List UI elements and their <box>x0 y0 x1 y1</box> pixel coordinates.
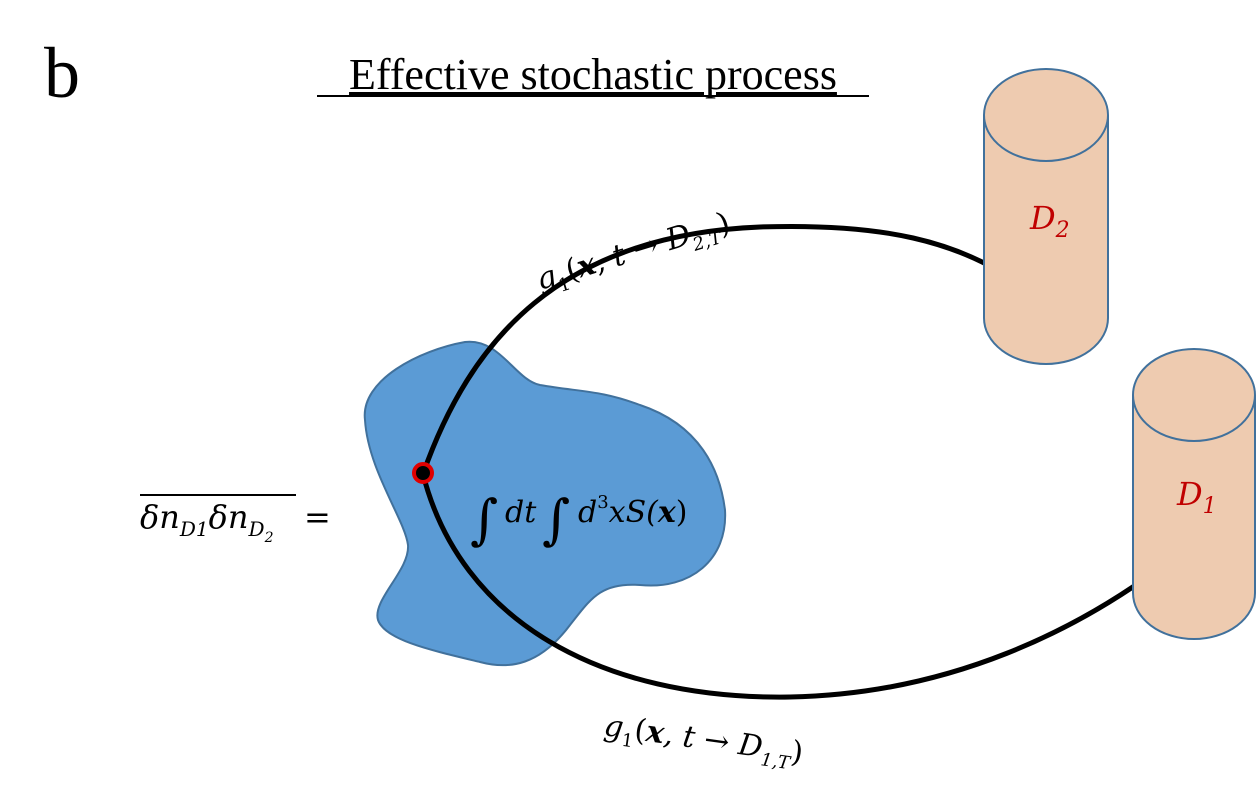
svg-text:δnD1δnD2: δnD1δnD2 <box>140 498 274 546</box>
detector-d1-cylinder <box>1132 348 1256 640</box>
lower-arrow-label: g1(x, t → D1,T) <box>601 708 805 776</box>
correlation-expression: δnD1δnD2 = <box>140 494 331 546</box>
detector-d1-label: D1 <box>1176 475 1217 519</box>
detector-d2-cylinder <box>983 68 1109 365</box>
emission-point <box>412 462 434 484</box>
integral-expression: ∫ dt ∫ d3xS(x) <box>470 488 687 551</box>
equals-sign: = <box>304 498 331 536</box>
svg-text:∫: ∫ <box>470 488 498 551</box>
svg-text:∫: ∫ <box>542 488 570 551</box>
upper-propagation-arrow <box>420 223 1042 475</box>
upper-arrow-label: g1(x, t → D2,T) <box>532 206 736 303</box>
diagram-title: Effective stochastic process <box>349 50 837 99</box>
lower-propagation-arrow <box>420 473 1189 700</box>
panel-label: b <box>44 33 80 113</box>
detector-d2-label: D2 <box>1029 199 1070 243</box>
svg-text:d3xS(x): d3xS(x) <box>578 492 687 530</box>
source-region-blob <box>363 340 727 667</box>
svg-text:dt: dt <box>505 495 537 530</box>
